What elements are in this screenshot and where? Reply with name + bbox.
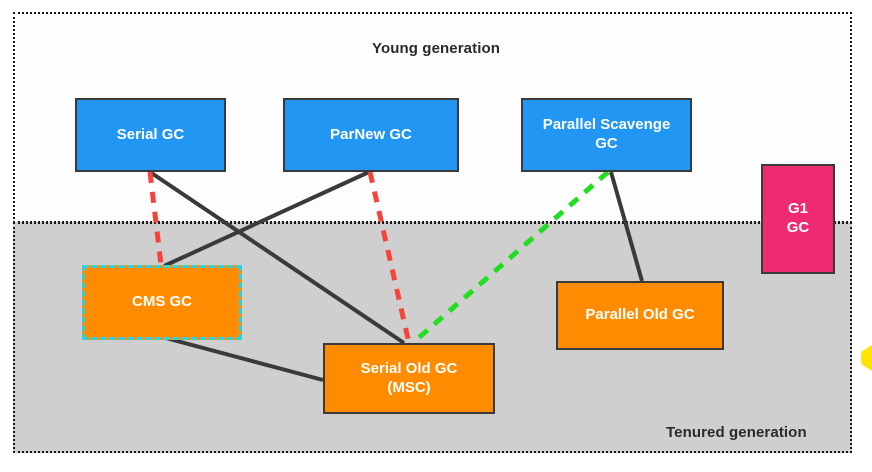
node-cms-gc-label: CMS GC [132,293,192,311]
node-parallel-scavenge-gc[interactable]: Parallel Scavenge GC [521,98,692,172]
node-parallel-old-gc[interactable]: Parallel Old GC [556,281,724,350]
node-parallel-old-gc-label: Parallel Old GC [585,306,695,324]
node-g1-gc-label-line1: G1 [787,200,808,218]
node-g1-gc-label: G1 GC [787,200,810,238]
edge-marker-icon [861,338,872,378]
node-parallel-scavenge-gc-label-line2: GC [595,135,618,152]
node-parnew-gc[interactable]: ParNew GC [283,98,459,172]
node-serial-gc-label: Serial GC [116,125,185,143]
node-parallel-scavenge-gc-label-line1: Parallel Scavenge [542,116,671,134]
node-serial-old-gc-label-line1: Serial Old GC [360,359,458,377]
node-serial-old-gc-label-line2: (MSC) [387,378,431,396]
node-serial-gc[interactable]: Serial GC [75,98,226,172]
link-scavenge-to-serialold [412,170,610,344]
link-serial-to-cms [147,171,164,266]
young-generation-label: Young generation [372,40,500,57]
node-parallel-scavenge-gc-label: Parallel Scavenge GC [543,116,671,154]
node-parnew-gc-label: ParNew GC [330,125,412,143]
node-cms-gc[interactable]: CMS GC [82,265,242,340]
node-g1-gc[interactable]: G1 GC [761,164,835,274]
generation-divider-line [13,221,852,223]
tenured-generation-label: Tenured generation [666,424,807,441]
link-cms-to-serialold [161,335,324,382]
node-serial-old-gc-label: Serial Old GC (MSC) [361,360,458,398]
link-serial-to-serialold [148,170,406,345]
node-g1-gc-label-line2: GC [786,219,810,236]
link-parnew-to-serialold [367,171,412,344]
link-parnew-to-cms [163,170,370,268]
node-serial-old-gc[interactable]: Serial Old GC (MSC) [323,343,495,414]
link-scavenge-to-parallelold [609,171,644,282]
